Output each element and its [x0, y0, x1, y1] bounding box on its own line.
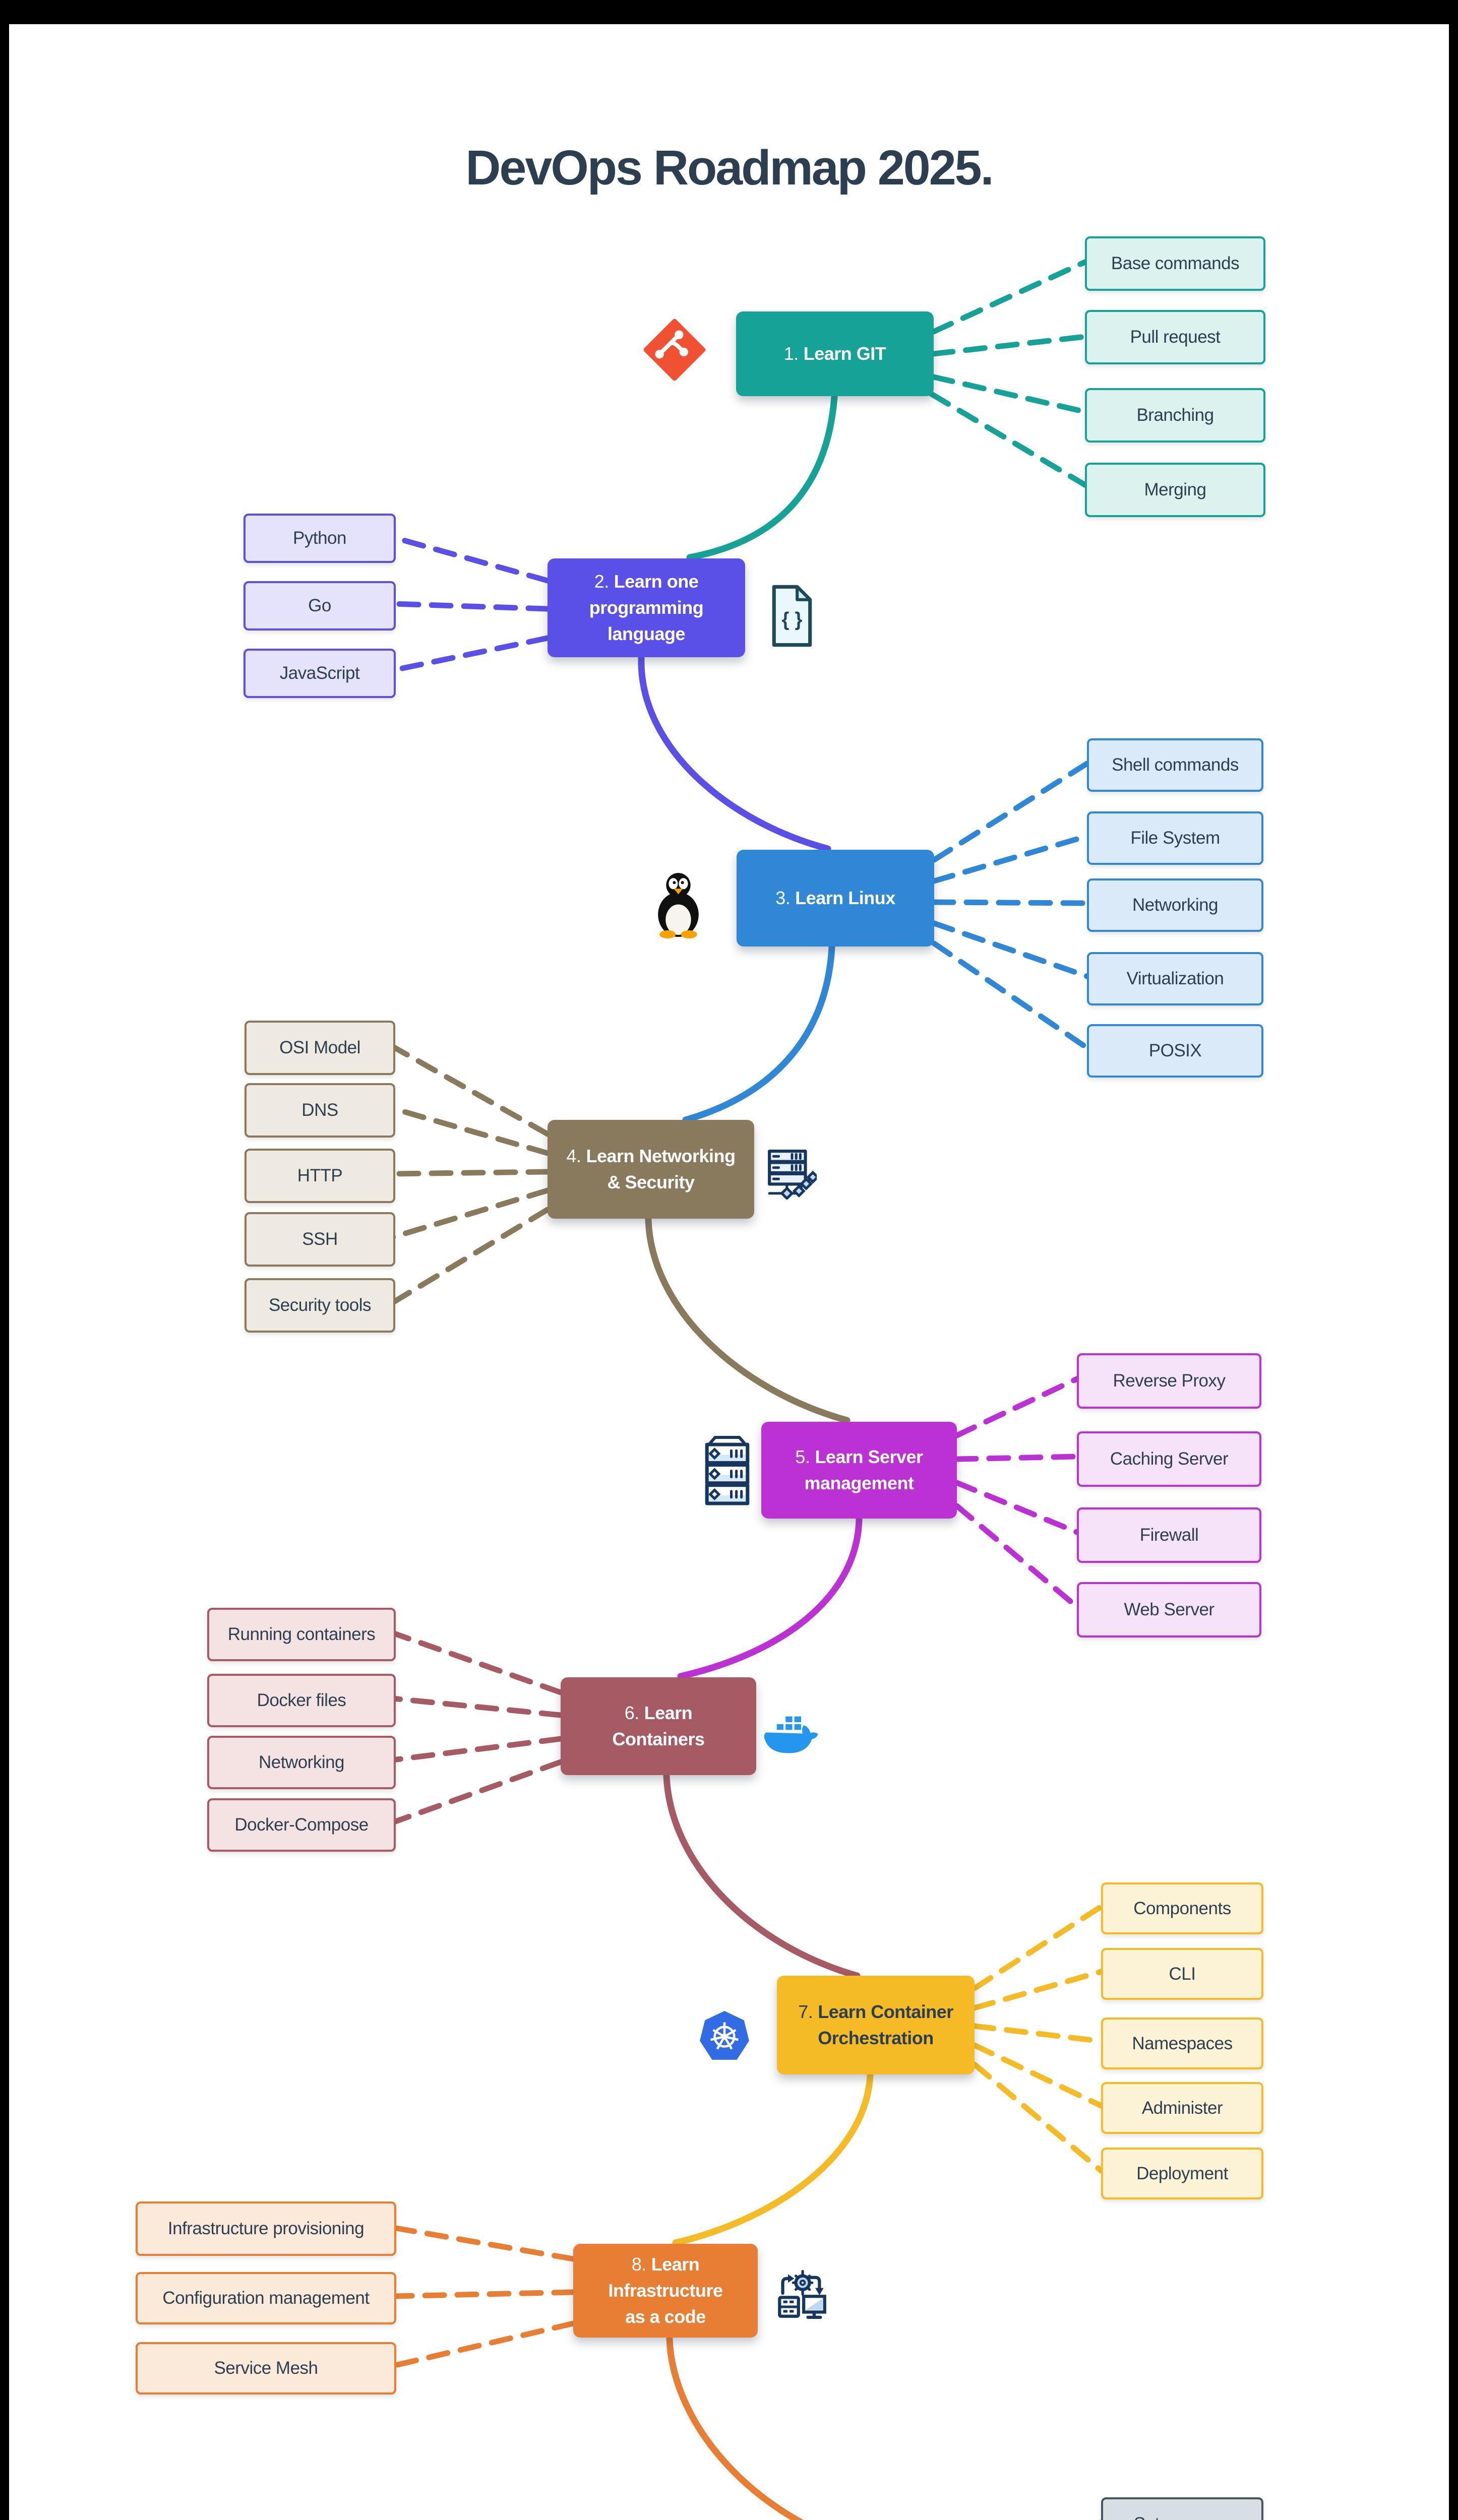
code-file-icon: { }: [766, 584, 818, 648]
topic-namespaces: Namespaces: [1101, 2018, 1263, 2069]
page-title: DevOps Roadmap 2025.: [465, 140, 994, 195]
topic-pull-request: Pull request: [1085, 310, 1265, 364]
topic-caching-server: Caching Server: [1077, 1431, 1261, 1487]
node-label: Learn Containers: [612, 1702, 705, 1749]
topic-merging: Merging: [1085, 463, 1265, 517]
topic-firewall: Firewall: [1077, 1507, 1261, 1563]
topic-running-containers: Running containers: [207, 1608, 396, 1661]
topic-base-commands: Base commands: [1085, 236, 1265, 291]
node-learn-container-orchestration: 7.Learn Container Orchestration: [777, 1976, 975, 2074]
topic-reverse-proxy: Reverse Proxy: [1077, 1353, 1261, 1409]
network-server-icon: [765, 1148, 817, 1200]
topic-deployment: Deployment: [1101, 2148, 1263, 2199]
topic-networking-containers: Networking: [207, 1736, 396, 1789]
node-label: Learn one programming language: [589, 571, 704, 645]
topic-administer: Administer: [1101, 2082, 1263, 2134]
topic-service-mesh: Service Mesh: [136, 2342, 396, 2395]
topic-cli: CLI: [1101, 1948, 1263, 2000]
node-label: Learn GIT: [803, 343, 886, 364]
topic-docker-compose: Docker-Compose: [207, 1798, 396, 1852]
topic-ssh: SSH: [245, 1212, 395, 1267]
topic-configuration-management: Configuration management: [136, 2272, 396, 2324]
topic-http: HTTP: [245, 1149, 395, 1203]
node-learn-containers: 6.Learn Containers: [561, 1677, 756, 1775]
topic-components: Components: [1101, 1882, 1263, 1934]
node-label: Learn Infrastructure as a code: [608, 2253, 723, 2327]
node-label: Learn Container Orchestration: [818, 2001, 953, 2048]
topic-setup-server: Setup server: [1101, 2497, 1263, 2520]
tux-icon: [649, 870, 708, 938]
node-label: Learn Server management: [804, 1446, 923, 1493]
topic-file-system: File System: [1087, 811, 1263, 865]
topic-dns: DNS: [245, 1083, 395, 1138]
topic-go: Go: [244, 581, 396, 631]
topic-osi-model: OSI Model: [245, 1021, 395, 1075]
node-learn-linux: 3.Learn Linux: [737, 850, 934, 947]
node-learn-git: 1.Learn GIT: [736, 311, 934, 396]
topic-web-server: Web Server: [1077, 1582, 1261, 1637]
docker-icon: [761, 1707, 821, 1761]
git-icon: [643, 319, 706, 381]
node-learn-server-management: 5.Learn Server management: [761, 1422, 957, 1519]
node-learn-networking-security: 4.Learn Networking & Security: [548, 1120, 754, 1219]
kubernetes-icon: [699, 2010, 750, 2063]
iac-icon: [775, 2267, 828, 2319]
topic-security-tools: Security tools: [245, 1278, 395, 1333]
node-learn-programming-language: 2.Learn one programming language: [548, 558, 745, 657]
topic-python: Python: [244, 514, 396, 563]
topic-branching: Branching: [1085, 388, 1265, 443]
node-learn-infrastructure-as-code: 8.Learn Infrastructure as a code: [573, 2244, 758, 2338]
topic-infrastructure-provisioning: Infrastructure provisioning: [136, 2201, 396, 2256]
node-label: Learn Linux: [795, 887, 895, 908]
topic-posix: POSIX: [1087, 1024, 1263, 1078]
node-label: Learn Networking & Security: [586, 1145, 736, 1192]
svg-text:{ }: { }: [782, 609, 803, 631]
topic-shell-commands: Shell commands: [1087, 738, 1263, 792]
topic-docker-files: Docker files: [207, 1674, 396, 1727]
topic-javascript: JavaScript: [244, 649, 396, 698]
server-rack-icon: [698, 1434, 756, 1508]
topic-networking-linux: Networking: [1087, 878, 1263, 932]
topic-virtualization: Virtualization: [1087, 952, 1263, 1005]
